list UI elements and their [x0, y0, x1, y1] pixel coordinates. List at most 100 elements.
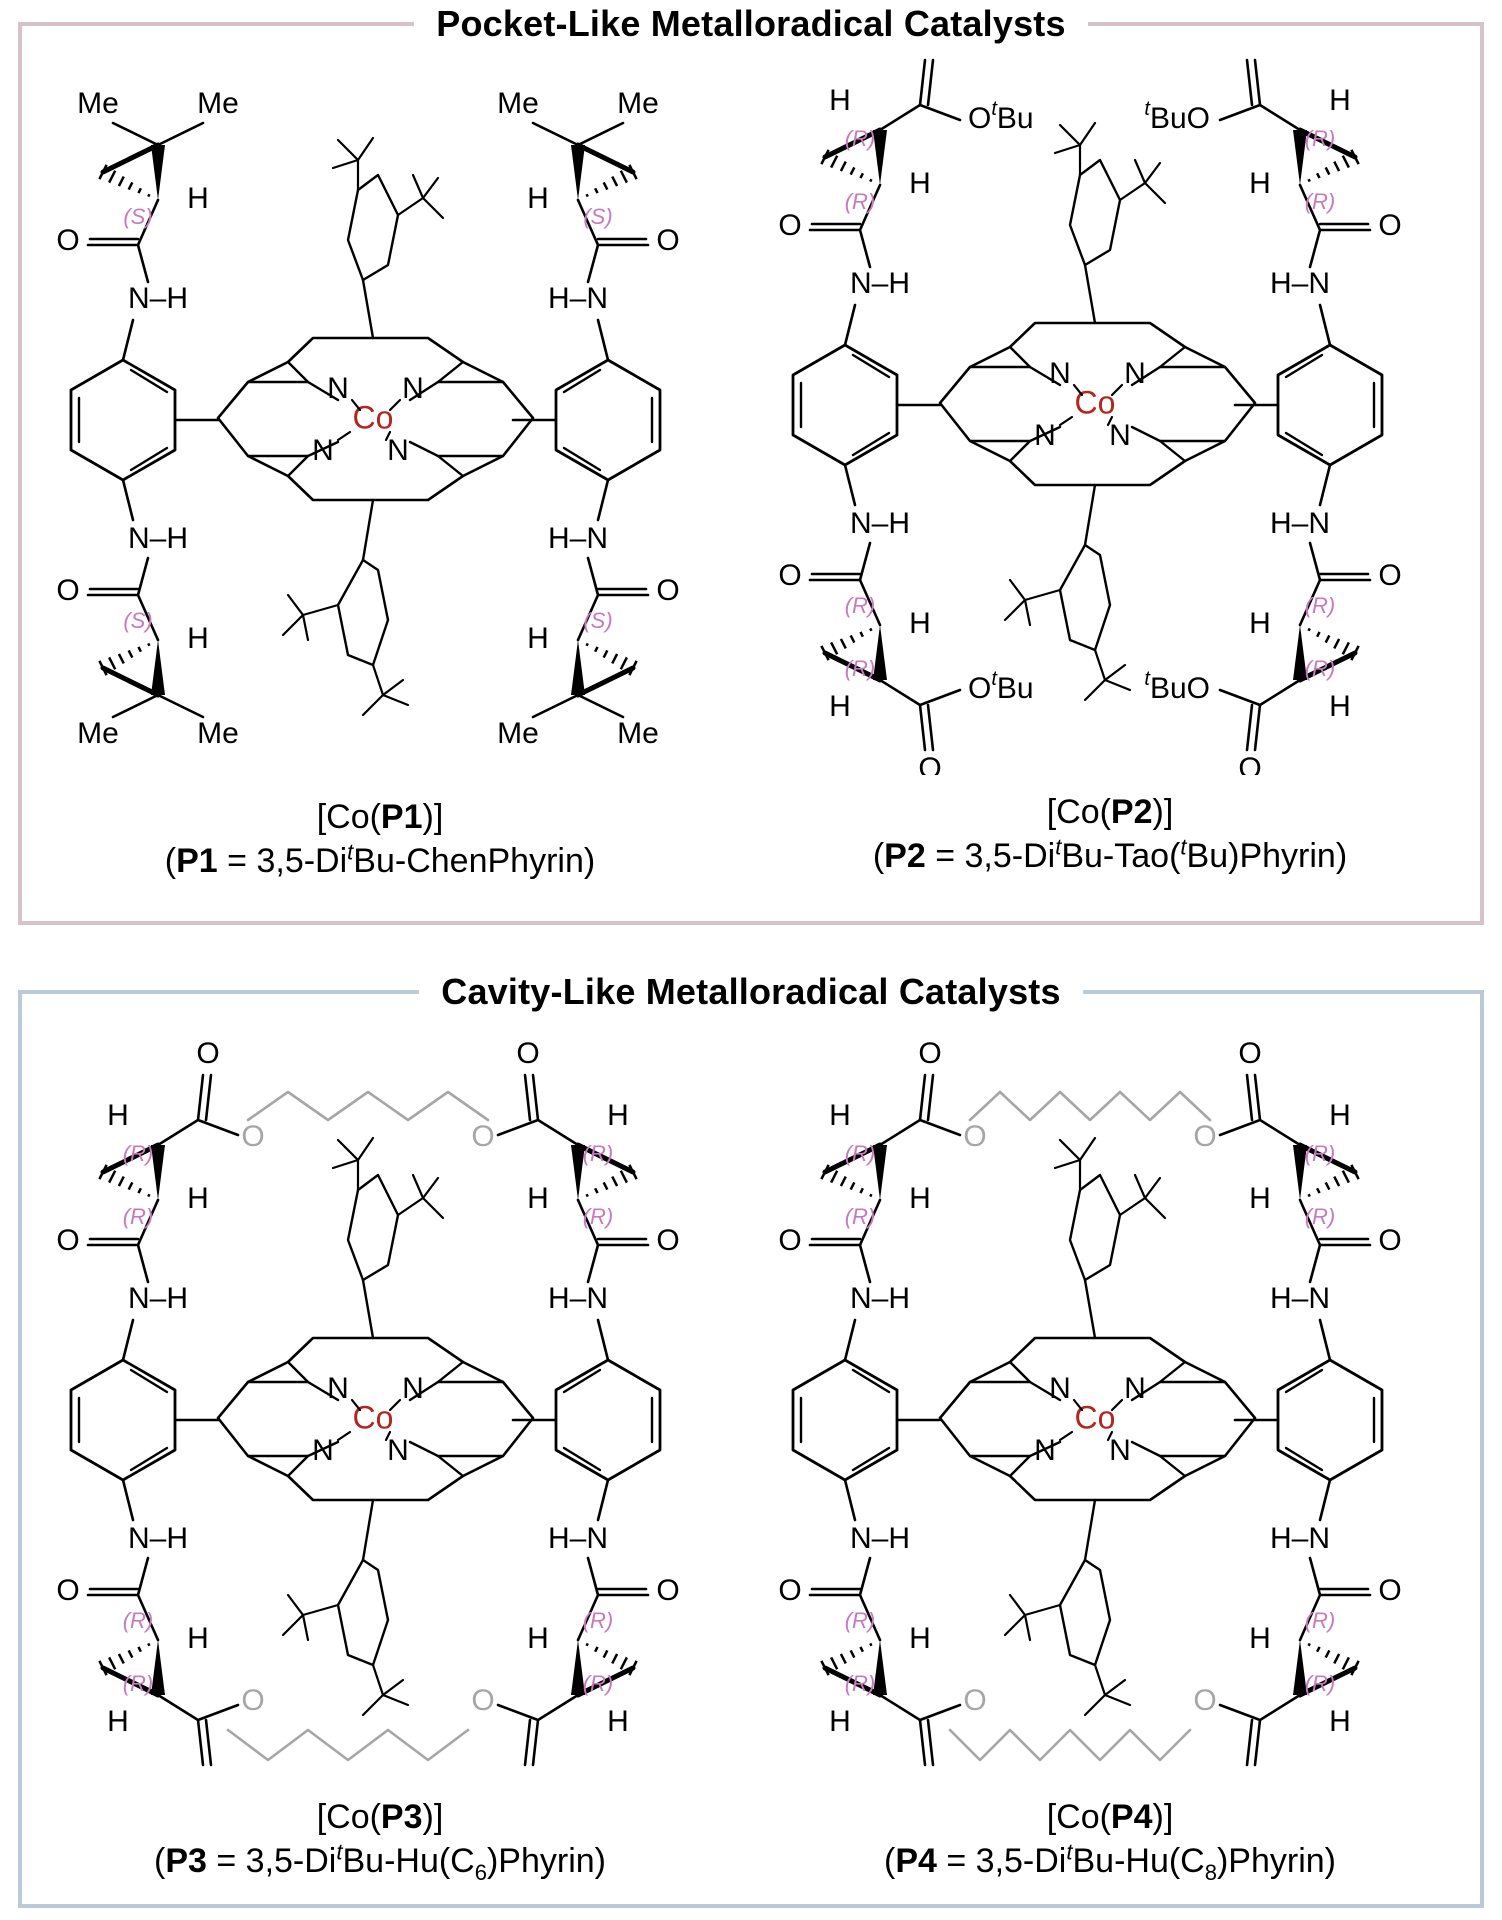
- hash-stroke: [108, 170, 117, 184]
- pyrrole-ring: [968, 439, 1032, 463]
- bond: [136, 1198, 160, 1247]
- alkyl-tether: [226, 1728, 470, 1762]
- bond: [858, 1198, 882, 1247]
- amide-nh: N–H: [850, 1282, 910, 1315]
- bond: [858, 1593, 882, 1642]
- meso-aryl-bond: [361, 1498, 375, 1562]
- cyclopropane-bold-bond: [575, 142, 636, 175]
- tert-butyl-group: [286, 593, 340, 617]
- bond: [381, 678, 405, 697]
- hash-stroke: [869, 178, 873, 183]
- bond: [576, 693, 625, 719]
- bond: [1078, 1136, 1097, 1162]
- bond: [926, 58, 935, 107]
- stereo-label: (R): [845, 656, 876, 681]
- phenyl-ring: [791, 1358, 899, 1482]
- bond: [858, 228, 872, 269]
- bond: [596, 478, 610, 522]
- hash-stroke: [1324, 1181, 1331, 1191]
- hash-stroke: [619, 656, 628, 670]
- phenyl-double-bond: [851, 431, 891, 457]
- wedge-bond: [151, 640, 165, 695]
- bond: [408, 380, 440, 402]
- bond: [576, 1198, 600, 1247]
- hydrogen-atom: H: [1329, 1705, 1351, 1738]
- bond: [1245, 1073, 1254, 1122]
- wedge-bond: [571, 1145, 585, 1200]
- hash-stroke: [611, 1653, 619, 1664]
- hydrogen-atom: H: [829, 690, 851, 723]
- bond: [858, 541, 872, 582]
- hydrogen-atom: H: [187, 622, 209, 655]
- hash-stroke: [1307, 1193, 1311, 1198]
- stereo-label: (R): [1305, 189, 1336, 214]
- bond: [156, 693, 205, 719]
- hash-stroke: [585, 642, 589, 647]
- bond: [586, 1556, 600, 1597]
- ligand-name-p4: (P4 = 3,5-DitBu-Hu(C8)Phyrin): [883, 1839, 1337, 1885]
- cobalt-atom: Co: [1075, 384, 1116, 420]
- hash-stroke: [869, 1193, 873, 1198]
- hydrogen-atom: H: [829, 84, 851, 117]
- bond: [926, 1718, 935, 1767]
- hydrogen-atom: H: [607, 1705, 629, 1738]
- hash-stroke: [1316, 631, 1321, 638]
- hash-stroke: [1333, 1653, 1341, 1664]
- cyclopropane-bold-bond: [1297, 1142, 1358, 1175]
- bond: [204, 1718, 213, 1767]
- phenyl-double-bond: [851, 1446, 891, 1472]
- carbonyl-oxygen: O: [1378, 1574, 1401, 1607]
- bond: [878, 103, 922, 132]
- hash-stroke: [849, 166, 856, 176]
- bond: [1053, 143, 1082, 155]
- nitrogen-atom: N: [402, 372, 424, 405]
- bond: [1218, 1118, 1262, 1137]
- hash-bond: [98, 1164, 151, 1198]
- hash-stroke: [1324, 1649, 1331, 1659]
- cyclopropane-bold-bond: [822, 650, 883, 683]
- hash-stroke: [1333, 161, 1341, 172]
- carbonyl-oxygen: O: [56, 224, 79, 257]
- hash-stroke: [859, 1187, 864, 1194]
- caption-p3: [Co(P3)] (P3 = 3,5-DitBu-Hu(C6)Phyrin): [20, 1795, 740, 1883]
- cobalt-atom: Co: [353, 399, 394, 435]
- hydrogen-atom: H: [187, 1182, 209, 1215]
- carbonyl-oxygen: O: [778, 1224, 801, 1257]
- meso-aryl-bond: [1083, 1278, 1097, 1340]
- ester-carbonyl-oxygen: O: [918, 1040, 941, 1070]
- bond: [136, 1243, 150, 1284]
- carbonyl-oxygen: O: [778, 559, 801, 592]
- bond: [196, 1073, 205, 1122]
- tether-oxygen: O: [1193, 1120, 1216, 1153]
- methyl-group: Me: [77, 87, 119, 120]
- bond: [111, 121, 160, 147]
- bond: [576, 1593, 600, 1642]
- caption-p1: [Co(P1)] (P1 = 3,5-DitBu-ChenPhyrin): [20, 795, 740, 883]
- hash-stroke: [1341, 155, 1350, 169]
- hash-stroke: [602, 1649, 609, 1659]
- bond: [301, 1613, 310, 1642]
- carbonyl-oxygen: O: [56, 574, 79, 607]
- bond: [1318, 463, 1332, 507]
- ester-carbonyl-oxygen: O: [1238, 1040, 1261, 1070]
- hydrogen-atom: H: [107, 1705, 129, 1738]
- bond: [843, 303, 857, 347]
- bond: [1253, 1073, 1262, 1122]
- bond: [1298, 1198, 1322, 1247]
- bond: [361, 1693, 385, 1717]
- pyrrole-ring: [246, 360, 310, 384]
- aryl-ring: [1058, 543, 1112, 652]
- amide-nh: H–N: [1270, 267, 1330, 300]
- aryl-ring: [1068, 158, 1122, 267]
- cyclopropane-bold-bond: [1297, 1665, 1358, 1698]
- nitrogen-atom: N: [1109, 419, 1131, 452]
- bond: [136, 556, 150, 597]
- tether-oxygen: O: [1193, 1684, 1216, 1717]
- carbonyl-oxygen: O: [778, 209, 801, 242]
- stereo-label: (R): [1305, 1204, 1336, 1229]
- bond: [1253, 1718, 1262, 1767]
- tether-oxygen: O: [963, 1120, 986, 1153]
- alkyl-tether: [968, 1090, 1212, 1122]
- hydrogen-atom: H: [1329, 690, 1351, 723]
- carbonyl-oxygen: O: [1378, 559, 1401, 592]
